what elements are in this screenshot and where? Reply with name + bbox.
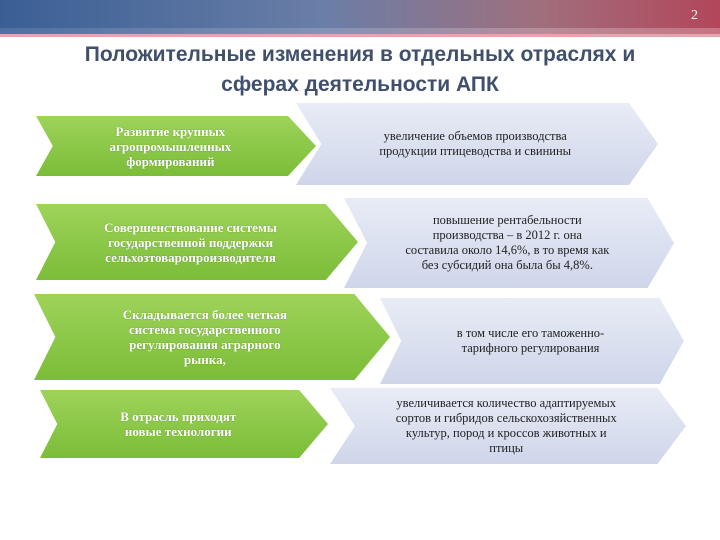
factor-chevron-4: В отрасль приходят новые технологии — [40, 390, 328, 458]
effect-text-4-line-3: культур, пород и кроссов животных и — [405, 426, 607, 440]
factor-text-1-line-2: агропромышленных — [109, 138, 232, 154]
effect-chevron-2: повышение рентабельности производства – … — [344, 198, 674, 288]
effect-text-2-line-2: производства – в 2012 г. она — [432, 228, 582, 242]
effect-text-1-line-1: увеличение объемов производства — [383, 129, 567, 143]
effect-text-2-line-3: составила около 14,6%, в то время как — [405, 243, 610, 257]
factor-chevron-2: Совершенствование системы государственно… — [36, 204, 358, 280]
factor-text-1-line-3: формирований — [126, 153, 215, 169]
factor-text-2-line-3: сельхозтоваропроизводителя — [105, 249, 276, 265]
header-bar — [0, 0, 720, 34]
effect-text-2-line-4: без субсидий она была бы 4,8%. — [421, 258, 593, 272]
effect-text-2-line-1: повышение рентабельности — [432, 213, 582, 227]
factor-chevron-1: Развитие крупных агропромышленных формир… — [36, 116, 316, 176]
effect-text-4-line-2: сортов и гибридов сельскохозяйственных — [395, 411, 617, 425]
factor-text-1-line-1: Развитие крупных — [115, 123, 226, 139]
factor-text-3-line-4: рынка, — [183, 352, 226, 367]
effect-text-1-line-2: продукции птицеводства и свинины — [379, 144, 572, 158]
effect-text-3-line-2: тарифного регулирования — [461, 341, 600, 355]
effect-text-4-line-4: птицы — [489, 441, 524, 455]
factor-text-4-line-2: новые технологии — [124, 424, 232, 439]
factor-text-2-line-2: государственной поддержки — [108, 234, 274, 250]
factor-text-3-line-2: система государственного — [128, 322, 281, 337]
factor-chevron-3: Складывается более четкая система госуда… — [34, 294, 390, 380]
factor-text-3-line-1: Складывается более четкая — [122, 307, 288, 322]
effect-chevron-1: увеличение объемов производства продукци… — [296, 103, 658, 185]
header-divider — [0, 34, 720, 37]
factor-text-3-line-3: регулирования аграрного — [129, 337, 281, 352]
factor-text-2-line-1: Совершенствование системы — [104, 219, 277, 235]
slide-title: Положительные изменения в отдельных отра… — [30, 40, 690, 100]
slide-title-line-2: сферах деятельности АПК — [221, 73, 499, 96]
slide-title-line-1: Положительные изменения в отдельных отра… — [84, 43, 636, 66]
header-bar-accent — [0, 28, 720, 34]
effect-chevron-4: увеличивается количество адаптируемых со… — [330, 388, 686, 464]
effect-text-3-line-1: в том числе его таможенно- — [456, 326, 605, 340]
effect-chevron-3: в том числе его таможенно- тарифного рег… — [380, 298, 684, 384]
effect-text-4-line-1: увеличивается количество адаптируемых — [396, 396, 617, 410]
factor-text-4-line-1: В отрасль приходят — [120, 409, 237, 424]
slide-number: 2 — [691, 8, 698, 23]
